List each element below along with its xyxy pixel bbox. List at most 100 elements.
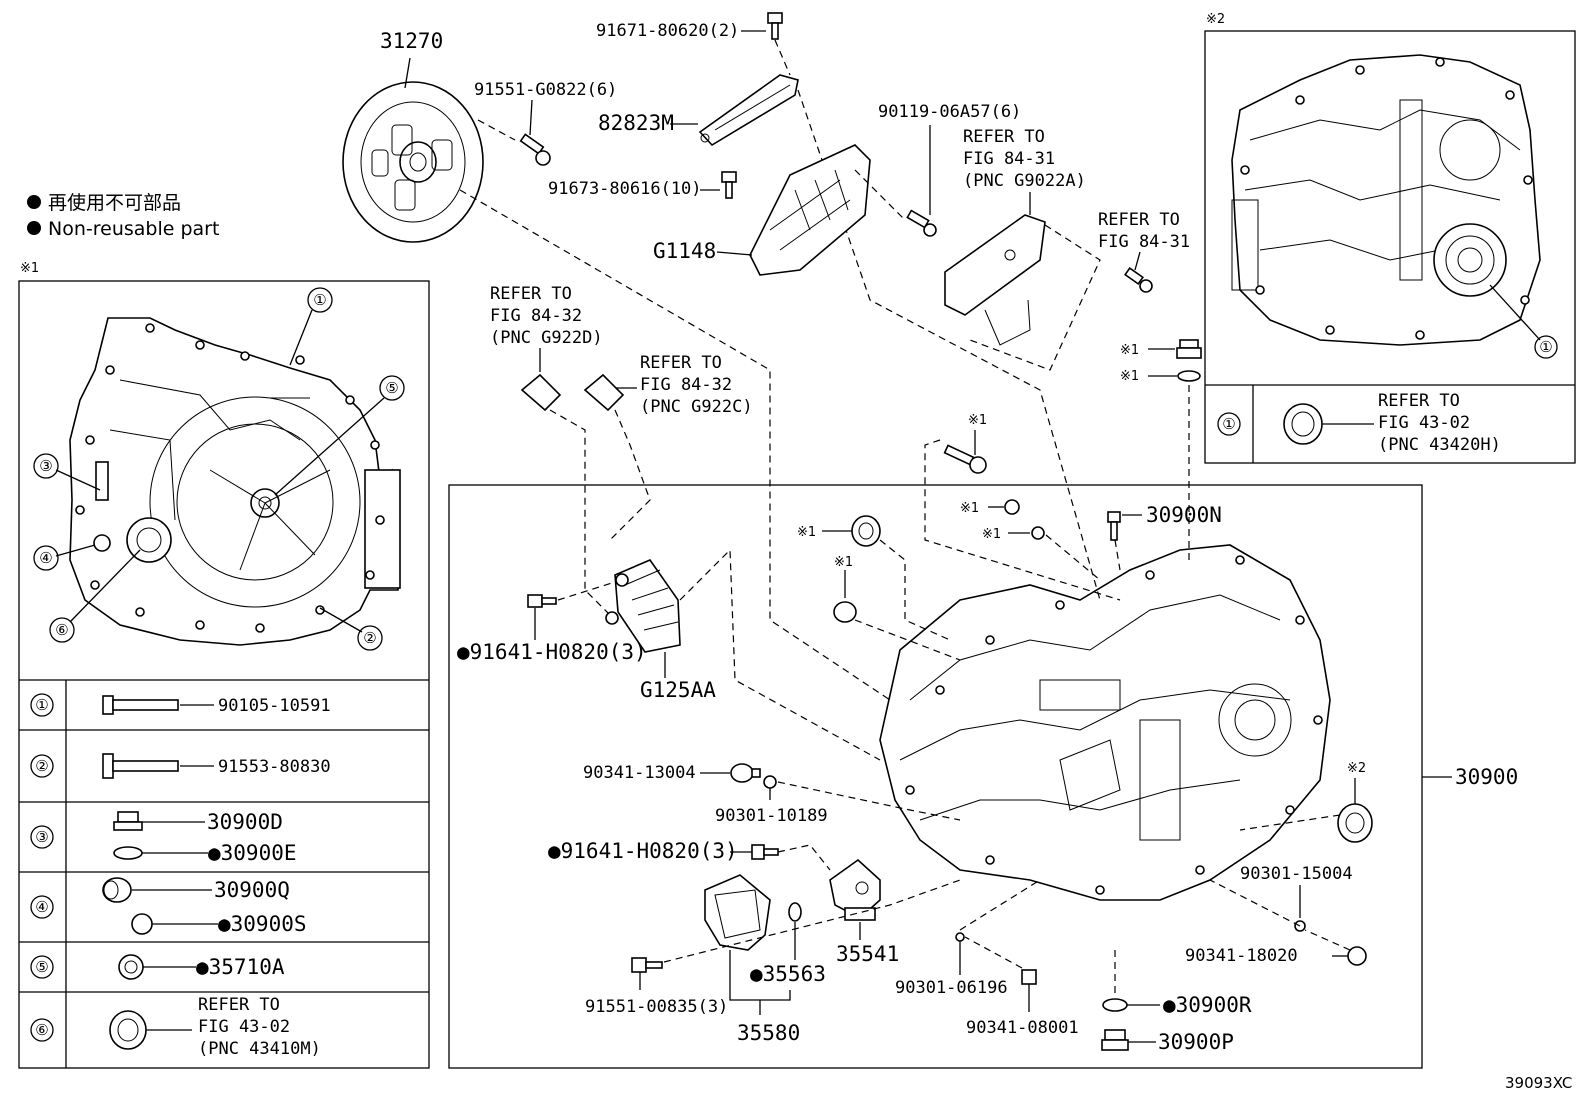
plug-icon <box>1021 969 1037 985</box>
inset-1-mark: ※1 <box>20 261 39 276</box>
label-35563: ●35563 <box>750 962 826 986</box>
drain-plug-icon <box>113 811 143 831</box>
refer-g922d-3: (PNC G922D) <box>490 328 603 348</box>
o-ring-icon <box>955 932 965 942</box>
label-30900p: 30900P <box>1158 1030 1234 1054</box>
label-30900r: ●30900R <box>1163 993 1252 1017</box>
label-90341-18020: 90341-18020 <box>1185 946 1298 966</box>
solenoid-valve-icon <box>829 858 881 921</box>
label-30900: 30900 <box>1455 765 1518 789</box>
transaxle-case-rear-icon <box>1231 54 1541 346</box>
refer-g922c-2: FIG 84-32 <box>640 375 732 395</box>
flange-bolt-icon <box>102 753 179 779</box>
o-ring-icon <box>763 775 777 789</box>
diagram-code: 39093XC <box>1505 1074 1572 1092</box>
row-6-num: ⑥ <box>35 1021 48 1039</box>
mark-1: ※1 <box>968 413 987 428</box>
plug-icon <box>1347 946 1367 966</box>
oil-seal-icon <box>1283 403 1323 445</box>
row-3-part-a: 30900D <box>207 810 283 834</box>
bolt-icon <box>906 209 937 237</box>
refer-g922d-2: FIG 84-32 <box>490 306 582 326</box>
mark-1: ※1 <box>960 501 979 516</box>
breather-plug-icon <box>1107 511 1121 541</box>
plug-icon <box>730 763 761 783</box>
hose-end-icon <box>583 373 625 412</box>
legend-en: Non-reusable part <box>48 218 219 240</box>
damper-assembly-icon <box>342 81 484 243</box>
row-2-num: ② <box>35 757 48 775</box>
row-6-line-2: FIG 43-02 <box>198 1017 290 1037</box>
inset-1-table: ① 90105-10591 ② 91553-80830 ③ <box>30 693 331 1059</box>
label-90341-13004: 90341-13004 <box>583 763 696 783</box>
oil-strainer-icon <box>704 874 771 951</box>
row-3-part-b: ●30900E <box>208 841 297 865</box>
inset-1-frame <box>18 280 430 1069</box>
oil-seal-icon <box>118 954 144 980</box>
label-90301-15004: 90301-15004 <box>1240 864 1353 884</box>
label-91551-00835: 91551-00835(3) <box>585 997 728 1017</box>
bolt-icon <box>767 12 783 40</box>
row-3-num: ③ <box>35 828 48 846</box>
non-reusable-dot-icon <box>27 195 41 209</box>
inset-2-line-3: (PNC 43420H) <box>1378 435 1501 455</box>
bolt-icon <box>943 444 987 474</box>
label-91641-b: ●91641-H0820(3) <box>548 839 738 863</box>
row-5-part: ●35710A <box>196 955 285 979</box>
refer-g922d-1: REFER TO <box>490 284 572 304</box>
callout-6: ⑥ <box>55 621 68 639</box>
refer-g9022a-2: FIG 84-31 <box>963 149 1055 169</box>
label-31270: 31270 <box>380 29 443 53</box>
row-5-num: ⑤ <box>35 958 48 976</box>
inset-1-callouts: ① ⑤ ③ ④ ⑥ ② <box>33 287 405 651</box>
control-module-icon <box>944 214 1046 346</box>
gasket-icon <box>113 846 143 860</box>
label-91671: 91671-80620(2) <box>596 21 739 41</box>
label-90119: 90119-06A57(6) <box>878 102 1021 122</box>
callout-1: ① <box>313 291 326 309</box>
row-4-num: ④ <box>35 898 48 916</box>
label-91551-g0822: 91551-G0822(6) <box>474 80 617 100</box>
mark-1: ※1 <box>982 527 1001 542</box>
label-35541: 35541 <box>836 942 899 966</box>
row-4-part-b: ●30900S <box>218 912 307 936</box>
oil-cooler-icon <box>605 559 681 653</box>
bolt-icon <box>519 133 551 166</box>
refer-84-31-1: REFER TO <box>1098 210 1180 230</box>
refer-g922c-3: (PNC G922C) <box>640 397 753 417</box>
transaxle-assembly-icon <box>879 544 1331 901</box>
refer-g9022a-1: REFER TO <box>963 127 1045 147</box>
inset-2-row-num: ① <box>1222 415 1235 433</box>
inset-2-frame <box>1204 30 1576 464</box>
gasket-icon <box>1102 998 1128 1012</box>
callout-5: ⑤ <box>385 379 398 397</box>
gasket-icon <box>131 913 153 935</box>
label-91641-a: ●91641-H0820(3) <box>457 640 647 664</box>
oil-seal-icon <box>851 515 881 547</box>
row-1-part: 90105-10591 <box>218 696 331 716</box>
label-82823m: 82823M <box>598 111 674 135</box>
plug-icon <box>1004 499 1020 515</box>
plug-icon <box>102 877 132 903</box>
drain-plug-icon <box>1101 1029 1129 1051</box>
bolt-icon <box>721 171 737 199</box>
mark-1: ※1 <box>1120 369 1139 384</box>
label-90341-08001: 90341-08001 <box>966 1018 1079 1038</box>
refer-g9022a-3: (PNC G9022A) <box>963 171 1086 191</box>
oil-seal-icon <box>109 1010 147 1050</box>
plug-icon <box>1176 339 1202 359</box>
callout-4: ④ <box>39 549 52 567</box>
inset-2: ※2 ① ① REFER <box>1204 12 1576 464</box>
label-90301-06196: 90301-06196 <box>895 978 1008 998</box>
transaxle-case-face-icon <box>69 317 401 646</box>
non-reusable-dot-icon <box>27 221 41 235</box>
wire-bracket-icon <box>698 74 799 147</box>
bolt-icon <box>527 594 557 608</box>
label-91673: 91673-80616(10) <box>548 179 702 199</box>
legend-jp: 再使用不可部品 <box>48 192 181 214</box>
mark-1: ※1 <box>797 525 816 540</box>
mark-1: ※1 <box>834 555 853 570</box>
label-g125aa: G125AA <box>640 678 716 702</box>
mark-1: ※1 <box>1120 343 1139 358</box>
